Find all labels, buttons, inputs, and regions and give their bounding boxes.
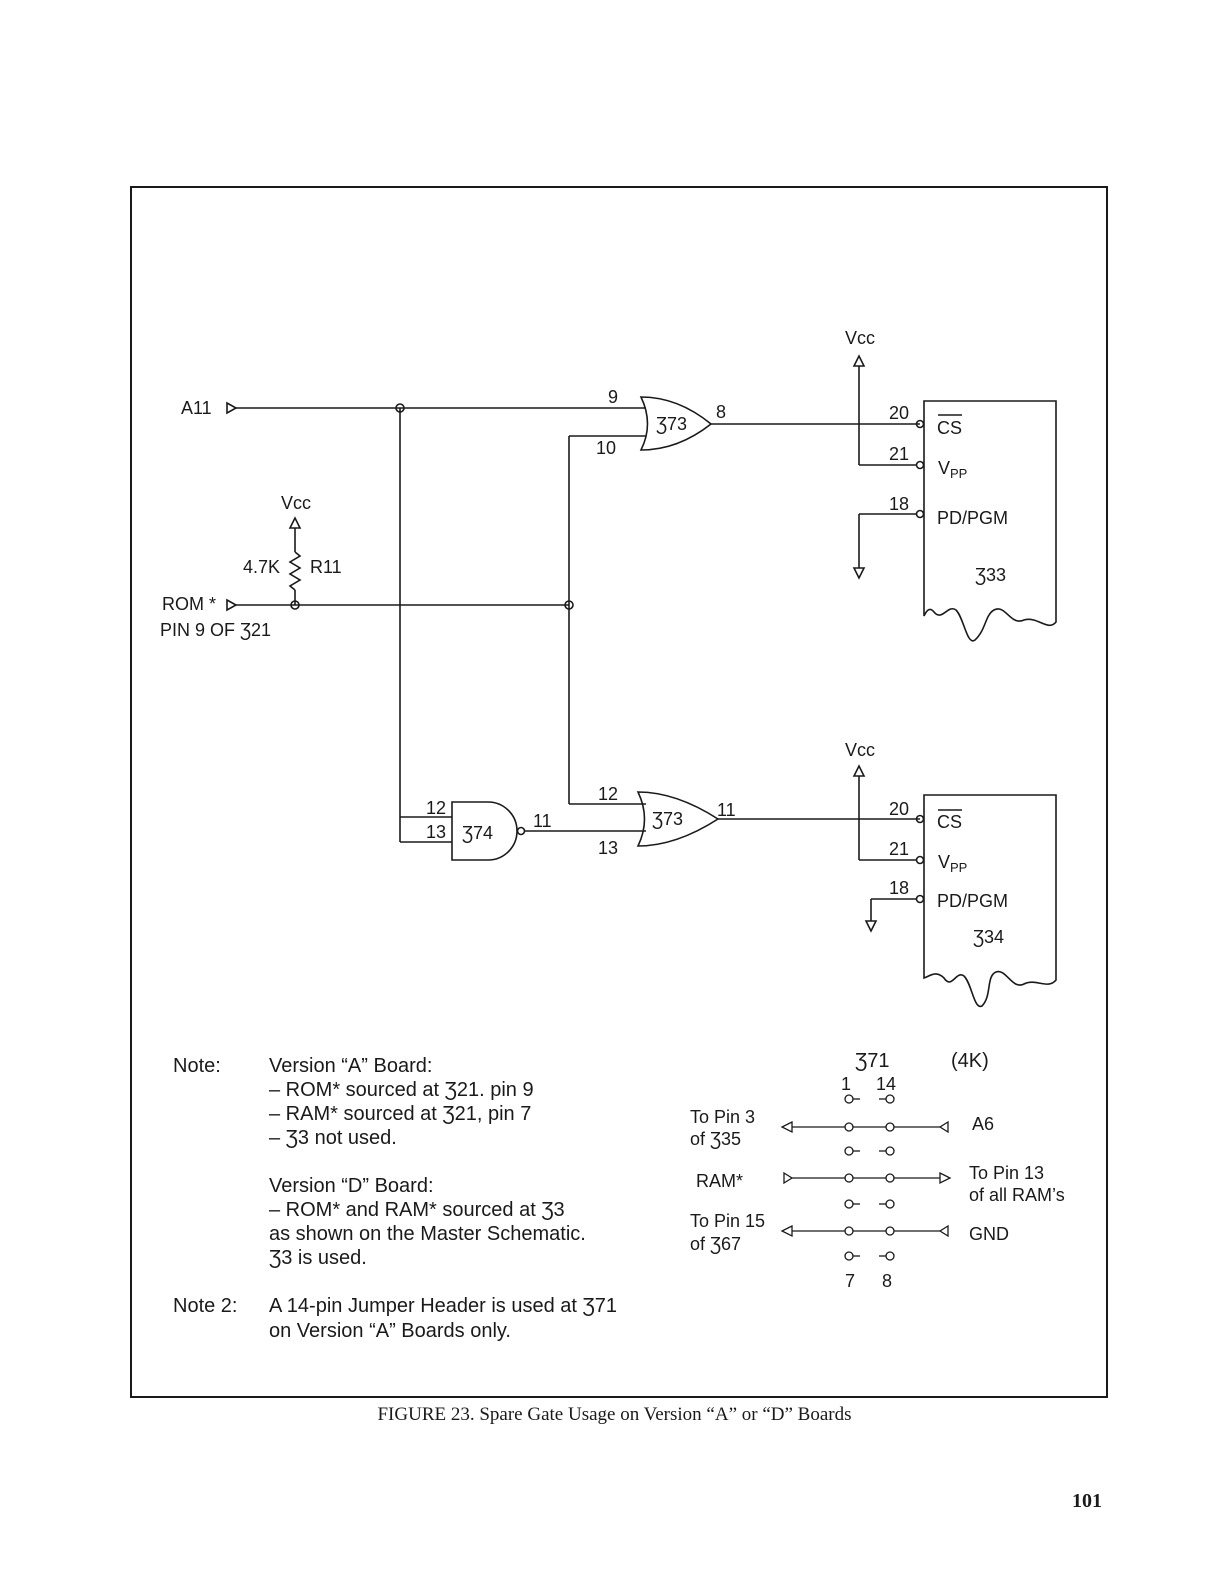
jumper-right-label: of all RAM’s: [969, 1185, 1065, 1205]
chip-z33-pin20-bubble: [915, 419, 925, 429]
resistor-r11: [288, 551, 302, 591]
jumper-left-label: of Ʒ35: [690, 1129, 741, 1149]
label-z33-vpp: V: [938, 458, 950, 478]
label-z34-name: Ʒ34: [973, 927, 1004, 947]
chip-z34-pin20-bubble: [915, 814, 925, 824]
svg-text:VPP: VPP: [938, 458, 967, 481]
version-d-item: as shown on the Master Schematic.: [269, 1223, 586, 1245]
label-z74-out: 11: [533, 811, 552, 831]
version-a-title: Version “A” Board:: [269, 1055, 432, 1077]
version-a-item: – ROM* sourced at Ʒ21. pin 9: [269, 1079, 534, 1101]
jumper-arrow-gnd: [938, 1224, 949, 1238]
version-d-item: – ROM* and RAM* sourced at Ʒ3: [269, 1199, 565, 1221]
pgm-arrow-top: [852, 567, 866, 580]
rom-input-arrow: [226, 598, 238, 612]
label-z34-pgm: PD/PGM: [937, 891, 1008, 911]
label-rom: ROM *: [162, 594, 216, 614]
jumper-pin-top-right: 14: [876, 1074, 896, 1094]
jumper-pin-bottom-right: 8: [882, 1271, 892, 1291]
jumper-right-label: GND: [969, 1224, 1009, 1244]
svg-text:VPP: VPP: [938, 852, 967, 875]
label-z33-name: Ʒ33: [975, 565, 1006, 585]
label-z73-bottom: Ʒ73: [652, 809, 683, 829]
page-number: 101: [1072, 1490, 1102, 1512]
jumper-left-label: of Ʒ67: [690, 1234, 741, 1254]
jumper-title: Ʒ71: [855, 1050, 889, 1072]
chip-z34-pin21-bubble: [915, 855, 925, 865]
label-z34-pin18: 18: [889, 878, 909, 898]
jumper-arrow-a6: [938, 1120, 949, 1134]
label-z73-top-in-a: 9: [608, 387, 618, 407]
version-d-title: Version “D” Board:: [269, 1175, 434, 1197]
jumper-right-label: To Pin 13: [969, 1163, 1044, 1183]
jumper-right-label: A6: [972, 1114, 994, 1134]
label-z34-vpp-sub: PP: [950, 860, 967, 875]
label-z73-top-out: 8: [716, 402, 726, 422]
label-z73-bottom-out: 11: [717, 800, 736, 820]
note2-line: A 14-pin Jumper Header is used at Ʒ71: [269, 1295, 617, 1317]
label-z34-vpp: V: [938, 852, 950, 872]
note2-line: on Version “A” Boards only.: [269, 1320, 511, 1342]
label-z73-top-in-b: 10: [596, 438, 616, 458]
label-r11-name: R11: [310, 557, 342, 577]
jumper-left-label: RAM*: [696, 1171, 743, 1191]
pgm-arrow-bottom: [864, 920, 878, 933]
label-vcc-bottom: Vcc: [845, 740, 875, 760]
or-gate-z73-top: [639, 396, 713, 451]
label-r11-value: 4.7K: [243, 557, 280, 577]
label-vcc-r11: Vcc: [281, 493, 311, 513]
or-gate-z73-bottom: [636, 791, 720, 847]
vcc-arrow-bottom: [852, 764, 866, 777]
z74-inversion-bubble: [516, 826, 526, 836]
label-z74: Ʒ74: [462, 823, 493, 843]
label-z73-bottom-in-a: 12: [598, 784, 618, 804]
jumper-arrow-ram-out: [939, 1171, 952, 1185]
note2-label: Note 2:: [173, 1295, 237, 1317]
jumper-pin-top-left: 1: [841, 1074, 851, 1094]
label-z33-cs: CS: [937, 418, 962, 438]
figure-frame: [130, 186, 1108, 1398]
figure-caption: FIGURE 23. Spare Gate Usage on Version “…: [377, 1404, 852, 1425]
label-z73-bottom-in-b: 13: [598, 838, 618, 858]
label-z34-pin21: 21: [889, 839, 909, 859]
note1-label: Note:: [173, 1055, 221, 1077]
jumper-left-label: To Pin 3: [690, 1107, 755, 1127]
vcc-arrow-r11: [288, 516, 302, 529]
jumper-arrow-left-3: [780, 1224, 793, 1238]
label-a11: A11: [181, 398, 212, 418]
jumper-left-label: To Pin 15: [690, 1211, 765, 1231]
jumper-size: (4K): [951, 1050, 989, 1072]
version-a-item: – RAM* sourced at Ʒ21, pin 7: [269, 1103, 531, 1125]
chip-z33-body: [923, 400, 1057, 642]
chip-z33-pin18-bubble: [915, 509, 925, 519]
label-z34-cs: CS: [937, 812, 962, 832]
jumper-header-z71: [780, 1094, 952, 1261]
label-z73-top: Ʒ73: [656, 414, 687, 434]
jumper-arrow-ram: [783, 1171, 794, 1185]
label-z33-pin21: 21: [889, 444, 909, 464]
label-rom-source: PIN 9 OF Ʒ21: [160, 620, 271, 640]
label-z74-in-a: 12: [426, 798, 446, 818]
label-z34-pin20: 20: [889, 799, 909, 819]
and-gate-z74: [451, 801, 518, 861]
label-vcc-top: Vcc: [845, 328, 875, 348]
label-z33-vpp-sub: PP: [950, 466, 967, 481]
vcc-arrow-top: [852, 354, 866, 367]
label-z33-pin18: 18: [889, 494, 909, 514]
chip-z34-pin18-bubble: [915, 894, 925, 904]
version-a-item: – Ʒ3 not used.: [269, 1127, 397, 1149]
version-d-item: Ʒ3 is used.: [269, 1247, 367, 1269]
chip-z34-body: [923, 794, 1057, 1007]
label-z74-in-b: 13: [426, 822, 446, 842]
chip-z33-pin21-bubble: [915, 460, 925, 470]
junction-rom-r11: [290, 600, 300, 610]
jumper-arrow-left-1: [780, 1120, 793, 1134]
jumper-pin-bottom-left: 7: [845, 1271, 855, 1291]
label-z33-pgm: PD/PGM: [937, 508, 1008, 528]
a11-input-arrow: [226, 401, 238, 415]
label-z33-pin20: 20: [889, 403, 909, 423]
